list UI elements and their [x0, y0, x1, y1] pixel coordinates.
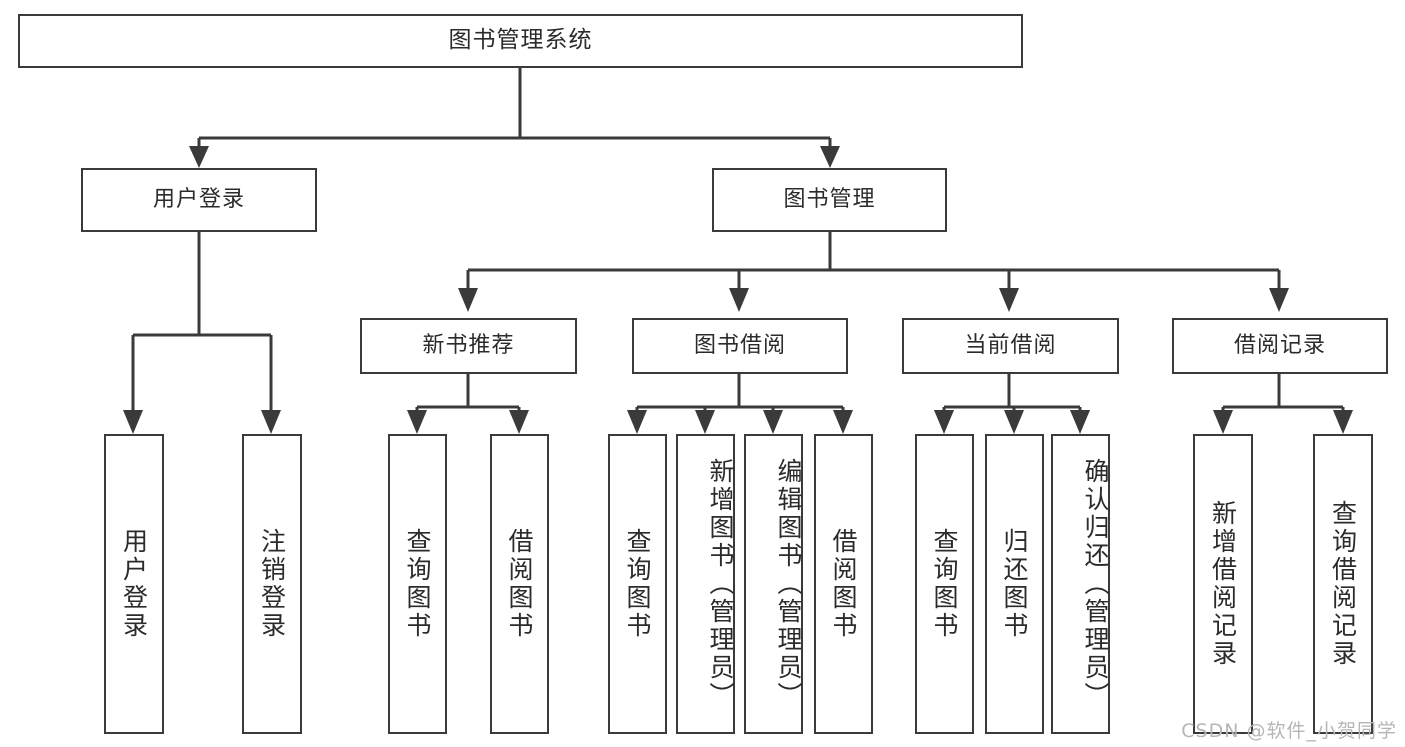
leaf-logout[interactable]: 注销登录 [242, 434, 302, 734]
node-user-login[interactable]: 用户登录 [81, 168, 317, 232]
leaf-query-book-current[interactable]: 查询图书 [915, 434, 974, 734]
leaf-query-book-recommend[interactable]: 查询图书 [388, 434, 447, 734]
leaf-confirm-return-admin[interactable]: 确认归还（管理员） [1051, 434, 1110, 734]
leaf-add-borrow-record[interactable]: 新增借阅记录 [1193, 434, 1253, 734]
leaf-user-login[interactable]: 用户登录 [104, 434, 164, 734]
leaf-query-book-borrow[interactable]: 查询图书 [608, 434, 667, 734]
node-current-borrow[interactable]: 当前借阅 [902, 318, 1119, 374]
leaf-add-book-admin[interactable]: 新增图书（管理员） [676, 434, 735, 734]
leaf-query-borrow-record[interactable]: 查询借阅记录 [1313, 434, 1373, 734]
leaf-return-book[interactable]: 归还图书 [985, 434, 1044, 734]
leaf-edit-book-admin[interactable]: 编辑图书（管理员） [744, 434, 803, 734]
node-root-system[interactable]: 图书管理系统 [18, 14, 1023, 68]
leaf-borrow-book-recommend[interactable]: 借阅图书 [490, 434, 549, 734]
node-new-book-recommend[interactable]: 新书推荐 [360, 318, 577, 374]
node-borrow-record[interactable]: 借阅记录 [1172, 318, 1388, 374]
watermark-credit: CSDN @软件_小贺同学 [1181, 720, 1397, 742]
node-book-borrow[interactable]: 图书借阅 [632, 318, 848, 374]
node-book-management[interactable]: 图书管理 [712, 168, 947, 232]
leaf-borrow-book[interactable]: 借阅图书 [814, 434, 873, 734]
